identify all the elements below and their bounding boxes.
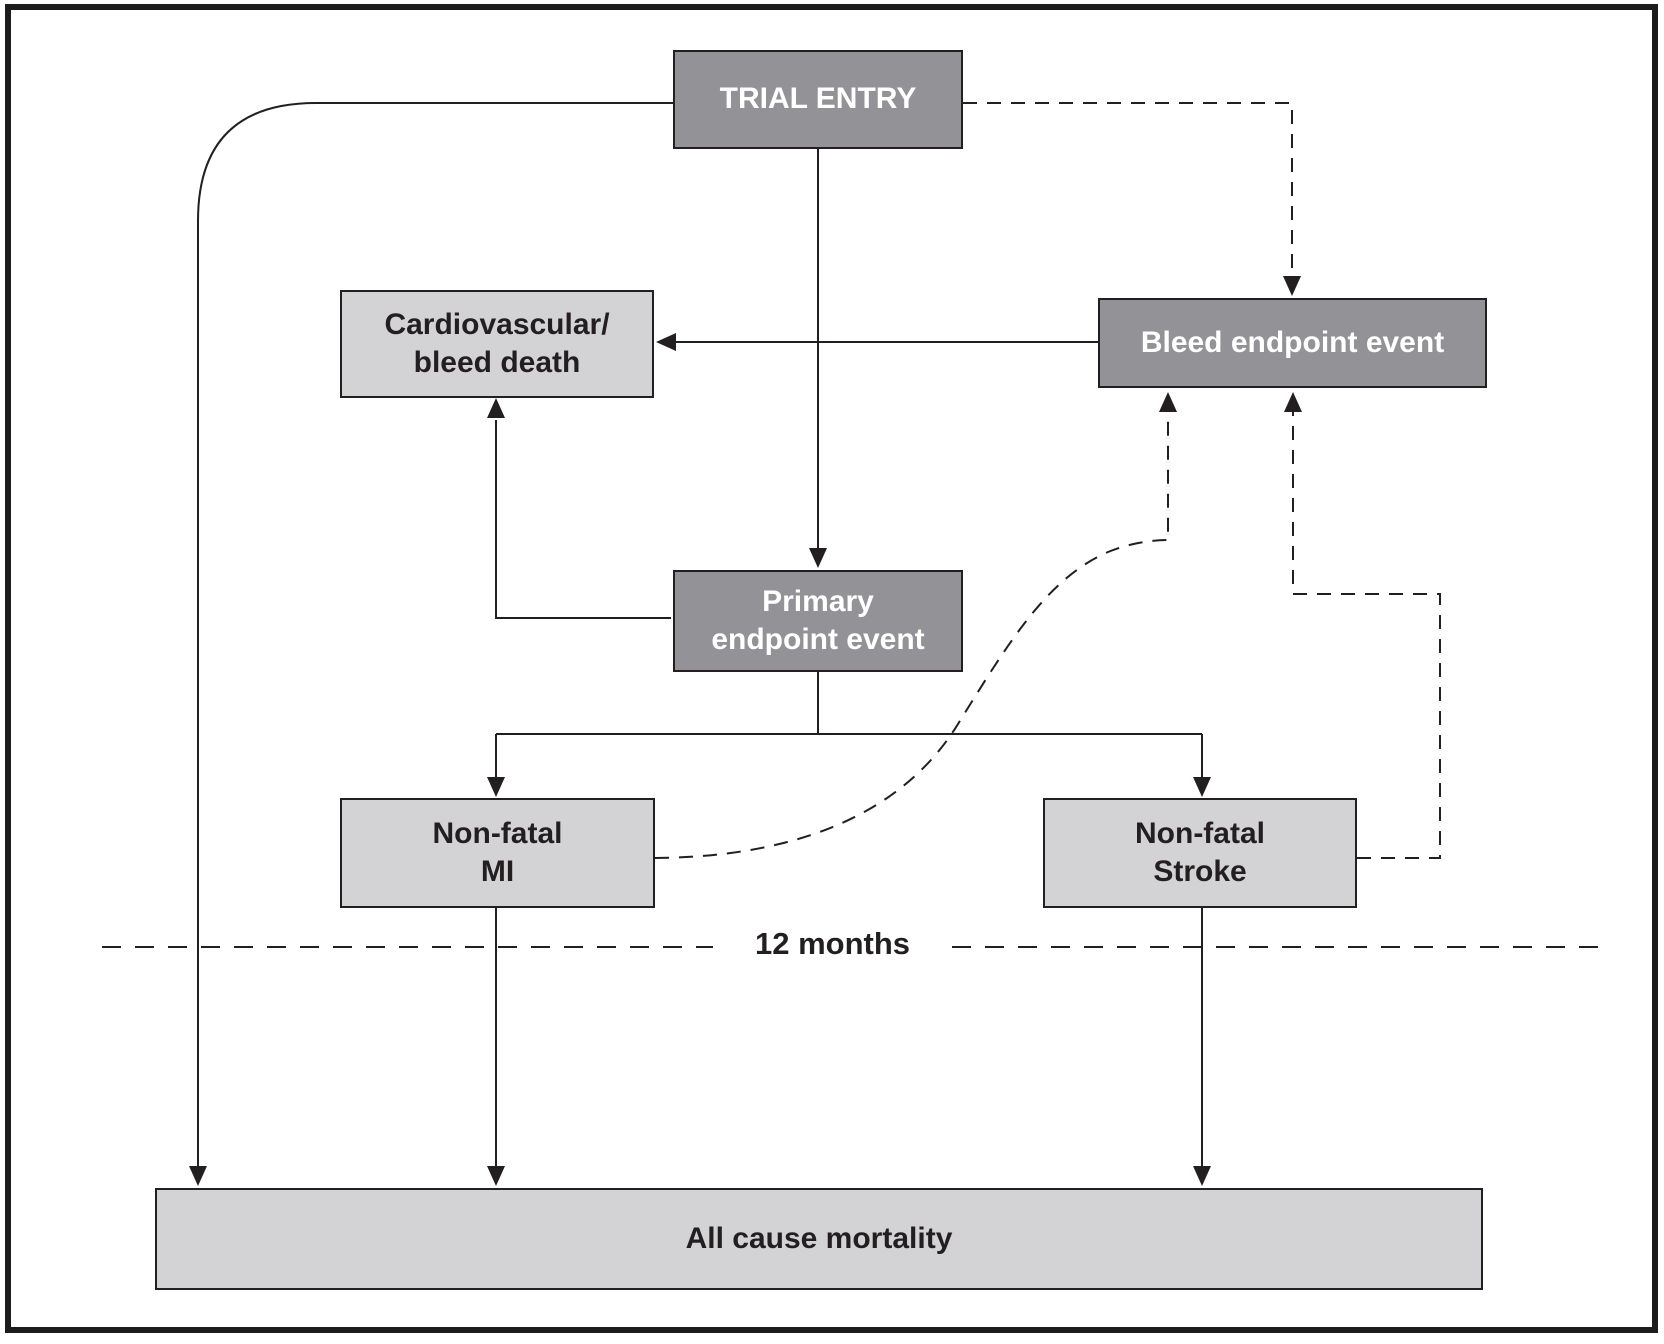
trial-to-primary-arrowhead [809,548,827,568]
mi-to-bleed-arrowhead [1159,392,1177,412]
primary-to-mi-arrowhead [487,777,505,797]
primary-to-cv-arrowhead [487,398,505,418]
trial-to-bleed-arrowhead [1283,276,1301,296]
stroke-to-bleed-dashed-line [1292,412,1441,859]
node-trial-entry-label: TRIAL ENTRY [719,82,917,116]
figure-border [5,4,1658,1333]
node-nonfatal-mi-line1: Non-fatal [432,816,563,850]
node-primary-endpoint-line2: endpoint event [711,623,925,656]
trial-to-mortality-arrowhead [189,1166,207,1186]
node-nonfatal-mi-line2: MI [480,855,515,888]
primary-to-cv-line [495,420,671,619]
node-bleed-endpoint-label: Bleed endpoint event [1140,325,1445,359]
node-all-cause-mortality: All cause mortality [155,1188,1483,1290]
node-cv-bleed-death-line2: bleed death [413,346,581,379]
trial-to-mortality-line [197,102,673,1166]
stroke-to-bleed-arrowhead [1284,392,1302,412]
bleed-to-cv-arrowhead [656,333,676,351]
node-primary-endpoint-line1: Primary [762,584,874,618]
node-primary-endpoint-event: Primary endpoint event [673,570,963,672]
stroke-to-mortality-arrowhead [1193,1166,1211,1186]
primary-to-stroke-arrowhead [1193,777,1211,797]
node-all-cause-mortality-label: All cause mortality [685,1221,953,1255]
node-nonfatal-mi: Non-fatal MI [340,798,655,908]
twelve-months-label: 12 months [754,926,911,961]
mi-to-mortality-arrowhead [487,1166,505,1186]
node-nonfatal-stroke-line2: Stroke [1153,855,1247,888]
trial-to-bleed-dashed-line [963,102,1293,276]
node-trial-entry: TRIAL ENTRY [673,50,963,149]
node-nonfatal-stroke: Non-fatal Stroke [1043,798,1357,908]
mi-to-bleed-dashed-curve [654,412,1169,859]
node-cardiovascular-bleed-death: Cardiovascular/ bleed death [340,290,654,398]
node-nonfatal-stroke-line1: Non-fatal [1135,816,1265,850]
node-cv-bleed-death-line1: Cardiovascular/ [384,307,610,341]
node-bleed-endpoint-event: Bleed endpoint event [1098,298,1487,388]
primary-split-line [495,672,1203,777]
